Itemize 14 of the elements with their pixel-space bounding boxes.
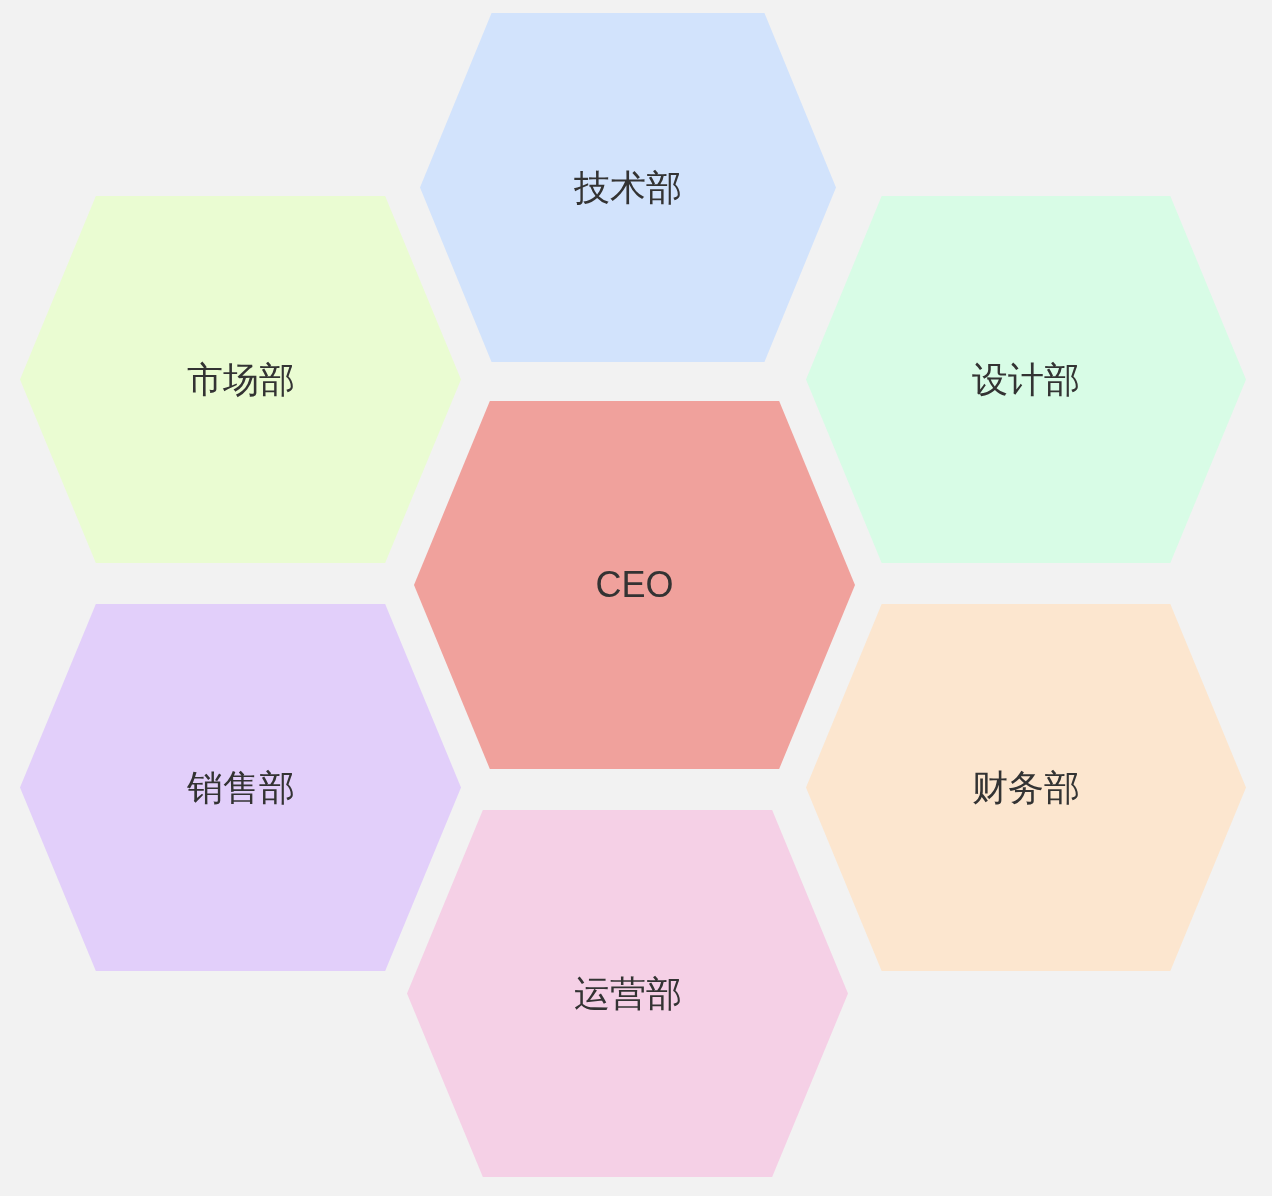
hexagon — [414, 401, 855, 769]
hexagon — [806, 196, 1246, 563]
hexagon — [420, 13, 836, 362]
department-label: 运营部 — [573, 975, 682, 1012]
department-label: 设计部 — [972, 361, 1080, 398]
department-label: 财务部 — [972, 769, 1080, 806]
department-label: 技术部 — [574, 169, 682, 206]
hexagon — [806, 604, 1246, 971]
department-label: 销售部 — [186, 769, 295, 806]
hexagon — [20, 604, 461, 971]
department-label: CEO — [595, 567, 674, 603]
hexagon — [20, 196, 461, 563]
department-label: 市场部 — [186, 361, 295, 398]
hexagon — [407, 810, 848, 1177]
